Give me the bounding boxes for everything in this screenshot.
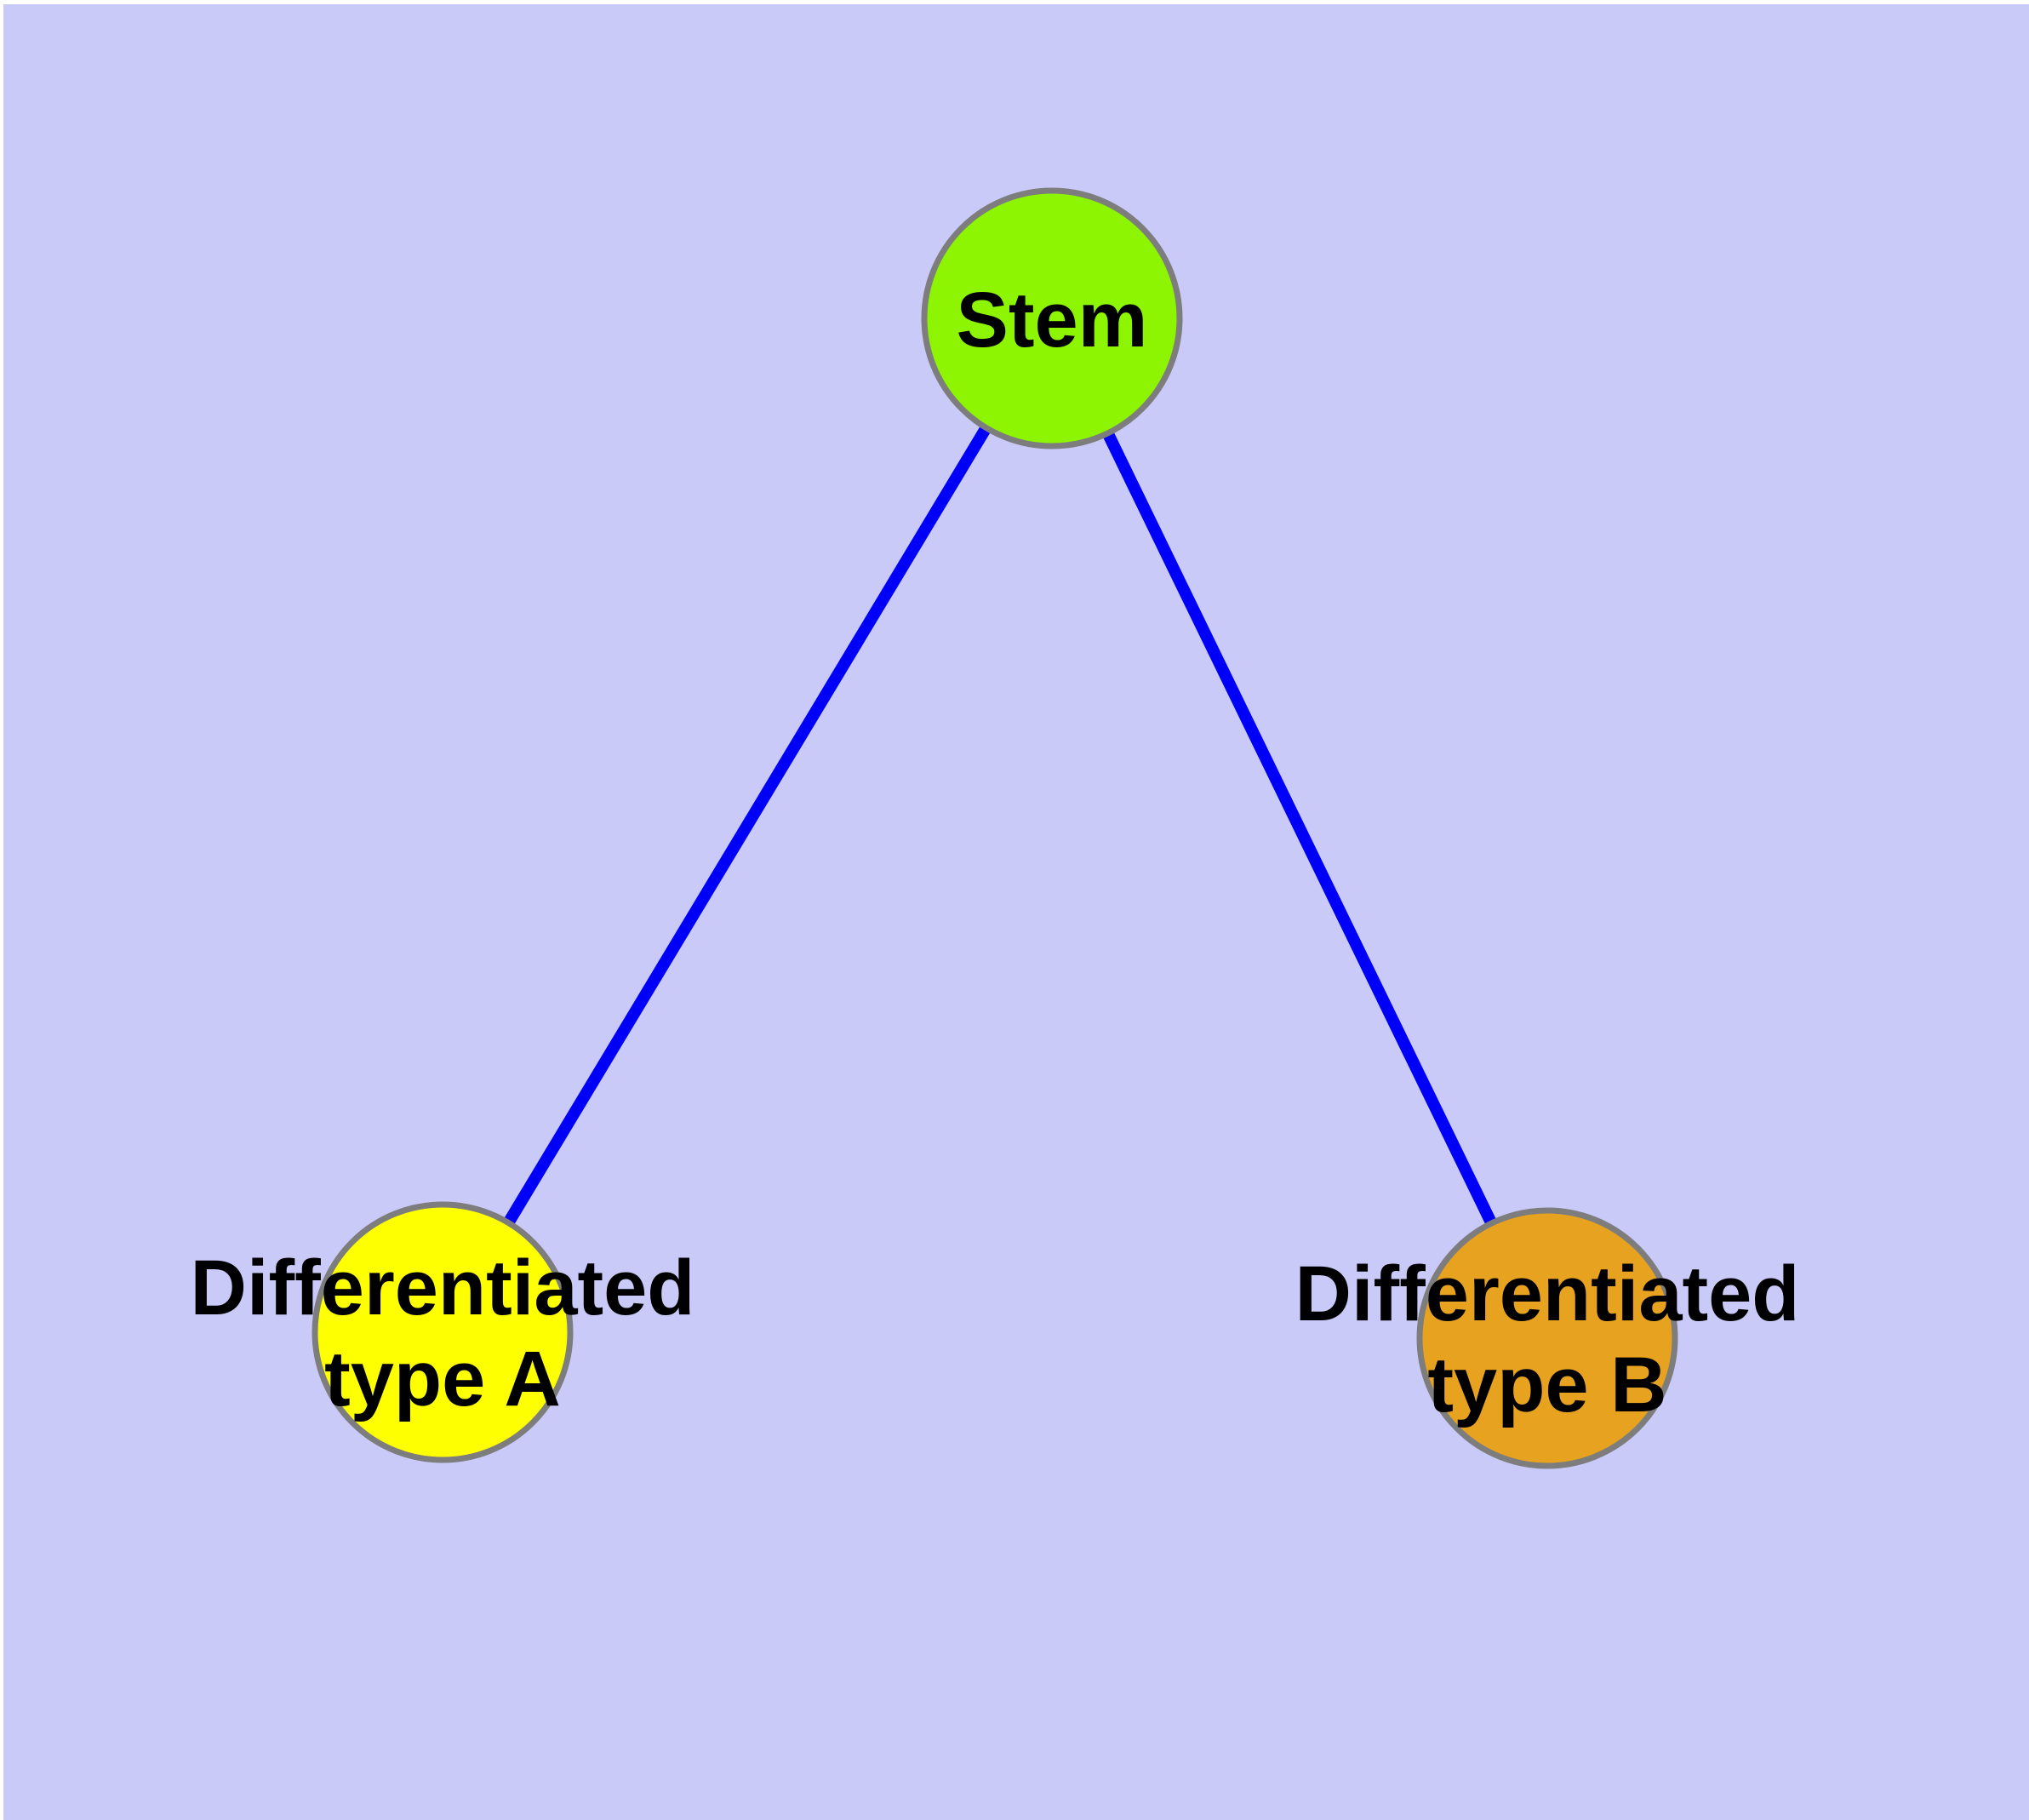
node-stem-label: Stem bbox=[957, 277, 1148, 363]
node-type-a-label-line1: Differentiated bbox=[191, 1245, 695, 1331]
nodes bbox=[311, 187, 1678, 1469]
node-differentiated-type-b bbox=[1416, 1207, 1678, 1469]
node-stem-label-line1: Stem bbox=[957, 277, 1148, 363]
node-stem bbox=[921, 187, 1183, 449]
node-differentiated-type-a bbox=[311, 1201, 574, 1463]
edge-stem-to-type-a bbox=[437, 315, 1057, 1336]
node-type-b-label-line1: Differentiated bbox=[1295, 1251, 1800, 1337]
edge-stem-to-type-b bbox=[1046, 315, 1553, 1342]
node-type-b-label-line2: type B bbox=[1427, 1342, 1666, 1428]
edges bbox=[437, 315, 1553, 1342]
node-type-a-label-line2: type A bbox=[324, 1336, 561, 1422]
